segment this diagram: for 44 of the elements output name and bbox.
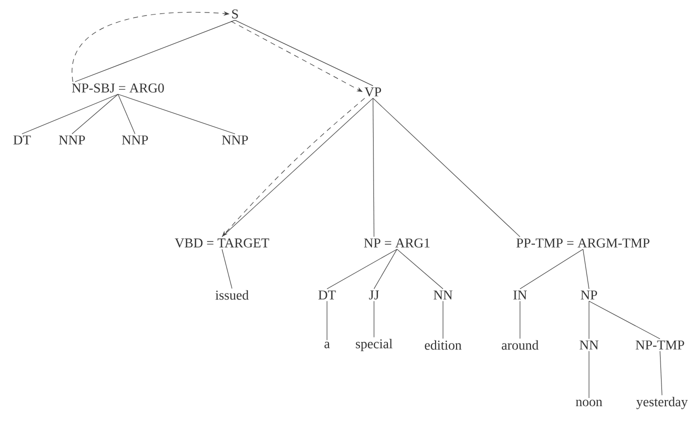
tree-branch <box>234 20 374 86</box>
tree-branch <box>588 350 590 398</box>
leaf-word: issued <box>215 290 249 300</box>
tree-label: DT <box>13 136 31 144</box>
tree-label: NP-TMP <box>636 340 684 350</box>
tree-branch <box>588 300 590 340</box>
tree-label: NNP <box>222 136 248 144</box>
tree-label: NN <box>580 340 598 350</box>
tree-branch <box>372 98 520 238</box>
tree-branch <box>326 248 398 290</box>
leaf-word: around <box>502 340 539 350</box>
leaf-word: yesterday <box>636 396 688 410</box>
tree-branch <box>660 350 662 396</box>
tree-label: NNP <box>58 136 85 144</box>
tree-label: NN <box>434 290 452 300</box>
tree-label: JJ <box>369 290 379 300</box>
tree-branch <box>588 300 660 340</box>
leaf-word: edition <box>424 340 462 350</box>
tree-branch <box>326 300 328 340</box>
leaf-word: a <box>324 342 330 348</box>
tree-branch <box>74 20 236 82</box>
tree-branch <box>520 248 584 290</box>
tree-label: NP = ARG1 <box>364 238 430 248</box>
tree-branch <box>374 248 398 290</box>
tree-branch <box>442 300 444 339</box>
tree-branch <box>222 248 232 289</box>
tree-label: PP-TMP = ARGM-TMP <box>516 238 650 248</box>
tree-label: S <box>232 9 238 18</box>
leaf-word: noon <box>576 400 602 406</box>
tree-label: VP <box>364 87 382 96</box>
tree-label: NP-SBJ = ARG0 <box>72 83 164 93</box>
leaf-word: special <box>356 338 392 352</box>
tree-branch <box>372 98 374 238</box>
tree-branch <box>72 94 118 134</box>
tree-label: IN <box>513 290 527 300</box>
tree-branch <box>118 94 136 134</box>
tree-label: NNP <box>122 136 148 144</box>
tree-label: VBD = TARGET <box>174 238 270 248</box>
tree-branch <box>22 94 118 134</box>
tree-branch <box>582 248 590 290</box>
tree-label: DT <box>318 290 336 300</box>
tree-branch <box>396 248 444 290</box>
tree-label: NP <box>580 290 598 300</box>
tree-branch <box>118 94 236 134</box>
